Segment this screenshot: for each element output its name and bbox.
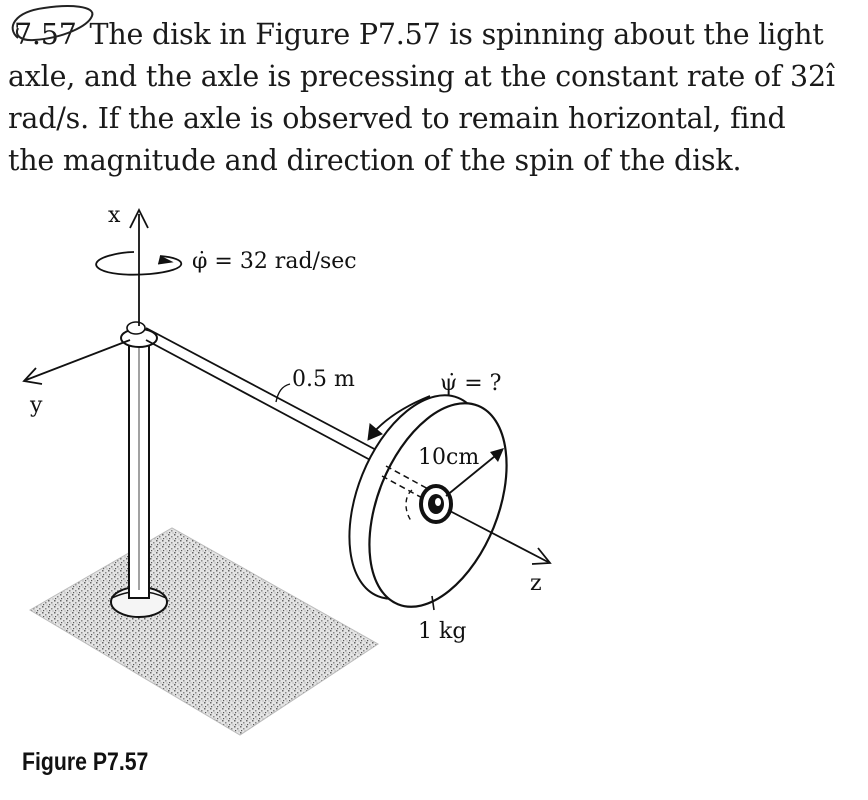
axle-bottom [145, 339, 375, 463]
length-leader [275, 383, 291, 403]
axle-top [145, 327, 381, 453]
precession-rotation-arrow [95, 251, 183, 276]
radius-arrow [445, 451, 501, 497]
problem-line-1-text: The disk in Figure P7.57 is spinning abo… [89, 18, 824, 51]
radius-label: 10cm [418, 445, 479, 470]
problem-statement: 7.57 The disk in Figure P7.57 is spinnin… [8, 5, 858, 182]
problem-line-3: rad/s. If the axle is observed to remain… [8, 102, 786, 135]
z-axis [447, 509, 549, 563]
y-axis-arrowhead [22, 367, 43, 385]
y-axis [25, 339, 131, 381]
problem-line-1: 7.57 The disk in Figure P7.57 is spinnin… [8, 5, 858, 56]
axis-x-label: x [108, 203, 121, 228]
x-axis-arrowhead [129, 207, 149, 229]
length-label: 0.5 m [292, 367, 355, 392]
z-axis-arrowhead [531, 547, 552, 565]
figure-caption: Figure P7.57 [22, 748, 149, 776]
phi-dot-label: φ̇ = 32 rad/sec [192, 249, 357, 274]
mass-label: 1 kg [418, 619, 466, 644]
axis-z-label: z [530, 571, 542, 596]
mass-leader [431, 595, 435, 611]
psi-dot-label: ψ̇ = ? [440, 371, 501, 396]
problem-line-2: axle, and the axle is precessing at the … [8, 60, 835, 93]
axis-y-label: y [29, 393, 43, 418]
base-plate [29, 527, 379, 736]
problem-line-4: the magnitude and direction of the spin … [8, 144, 742, 177]
